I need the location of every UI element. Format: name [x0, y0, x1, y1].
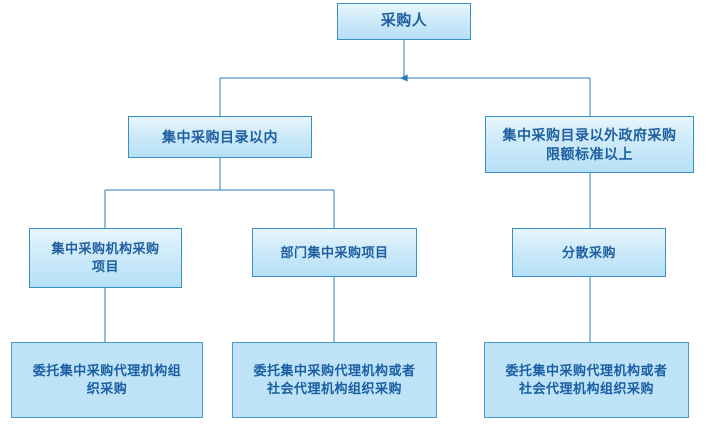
node-entrust-or-social-middle[interactable]: 委托集中采购代理机构或者 社会代理机构组织采购 [232, 342, 437, 418]
node-entrust-or-social-middle-label: 委托集中采购代理机构或者 社会代理机构组织采购 [253, 363, 416, 396]
node-decentralized-label: 分散采购 [561, 244, 616, 260]
node-entrust-or-social-right[interactable]: 委托集中采购代理机构或者 社会代理机构组织采购 [484, 342, 689, 418]
node-entrust-centralized-label: 委托集中采购代理机构组 织采购 [32, 363, 182, 396]
node-within-catalog[interactable]: 集中采购目录以内 [128, 116, 312, 158]
node-entrust-centralized[interactable]: 委托集中采购代理机构组 织采购 [11, 342, 203, 418]
node-outside-catalog[interactable]: 集中采购目录以外政府采购 限额标准以上 [485, 116, 694, 173]
node-agency-project[interactable]: 集中采购机构采购 项目 [29, 228, 182, 288]
node-decentralized[interactable]: 分散采购 [512, 228, 666, 277]
node-outside-catalog-label: 集中采购目录以外政府采购 限额标准以上 [502, 126, 677, 162]
node-root[interactable]: 采购人 [337, 3, 471, 40]
node-root-label: 采购人 [380, 12, 428, 30]
node-department-project[interactable]: 部门集中采购项目 [252, 228, 417, 277]
node-agency-project-label: 集中采购机构采购 项目 [51, 241, 160, 274]
node-within-catalog-label: 集中采购目录以内 [162, 128, 278, 145]
node-department-project-label: 部门集中采购项目 [280, 244, 389, 260]
node-entrust-or-social-right-label: 委托集中采购代理机构或者 社会代理机构组织采购 [505, 363, 668, 396]
